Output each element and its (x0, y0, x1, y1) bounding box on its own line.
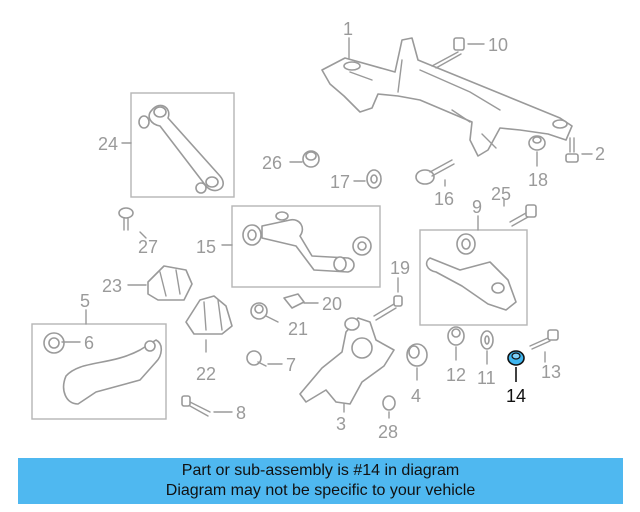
clip-part-20: 20 (283, 293, 342, 314)
bolt-part-27: 27 (118, 207, 158, 257)
callout-24: 24 (98, 134, 118, 154)
callout-27: 27 (138, 237, 158, 257)
callout-17: 17 (330, 172, 350, 192)
bolt-part-2: 2 (565, 137, 605, 164)
callout-4: 4 (411, 386, 421, 406)
bushing-part-4: 4 (406, 343, 428, 406)
bolt-part-10: 10 (431, 35, 508, 69)
callout-18: 18 (528, 170, 548, 190)
knuckle-part-3: 3 (299, 317, 395, 434)
assembly-box-5: 5 6 (31, 291, 167, 420)
notice-line-2: Diagram may not be specific to your vehi… (165, 482, 476, 499)
callout-9: 9 (472, 197, 482, 217)
bolt-part-7: 7 (246, 350, 296, 375)
callout-7: 7 (286, 355, 296, 375)
callout-11: 11 (477, 368, 496, 388)
parts-diagram: 1 10 2 18 16 25 (31, 19, 605, 442)
callout-28: 28 (378, 422, 398, 442)
callout-25: 25 (491, 184, 511, 204)
callout-19: 19 (390, 258, 410, 278)
assembly-box-9: 9 (419, 197, 528, 326)
callout-3: 3 (336, 414, 346, 434)
bolt-part-19: 19 (373, 258, 410, 321)
callout-8: 8 (236, 403, 246, 423)
notice-banner: Part or sub-assembly is #14 in diagram D… (18, 458, 623, 504)
callout-1: 1 (343, 19, 353, 39)
washer-part-11: 11 (477, 330, 496, 388)
nut-part-21: 21 (250, 302, 308, 339)
bolt-part-8: 8 (181, 395, 246, 423)
bracket-part-22: 22 (185, 295, 233, 384)
bushing-part-26: 26 (262, 150, 320, 173)
subframe-part-1: 1 (321, 19, 573, 157)
highlighted-nut-part-14: 14 (506, 350, 526, 406)
callout-23: 23 (102, 276, 122, 296)
callout-22: 22 (196, 364, 216, 384)
callout-20: 20 (322, 294, 342, 314)
callout-5: 5 (80, 291, 90, 311)
callout-16: 16 (434, 189, 454, 209)
bracket-part-23: 23 (102, 265, 193, 301)
callout-15: 15 (196, 237, 216, 257)
bolt-part-13: 13 (529, 329, 561, 382)
callout-13: 13 (541, 362, 561, 382)
nut-part-18: 18 (528, 135, 548, 190)
callout-12: 12 (446, 365, 466, 385)
callout-14: 14 (506, 386, 526, 406)
assembly-box-15: 15 (196, 205, 381, 288)
callout-6: 6 (84, 333, 94, 353)
callout-2: 2 (595, 144, 605, 164)
callout-21: 21 (288, 319, 308, 339)
bushing-part-28: 28 (378, 395, 398, 442)
assembly-box-24: 24 (98, 92, 235, 198)
notice-line-1: Part or sub-assembly is #14 in diagram (181, 462, 460, 479)
callout-10: 10 (488, 35, 508, 55)
washer-part-17: 17 (330, 169, 382, 192)
callout-26: 26 (262, 153, 282, 173)
bolt-part-25: 25 (491, 184, 537, 227)
bushing-part-12: 12 (446, 326, 466, 385)
bolt-part-16: 16 (415, 159, 455, 209)
